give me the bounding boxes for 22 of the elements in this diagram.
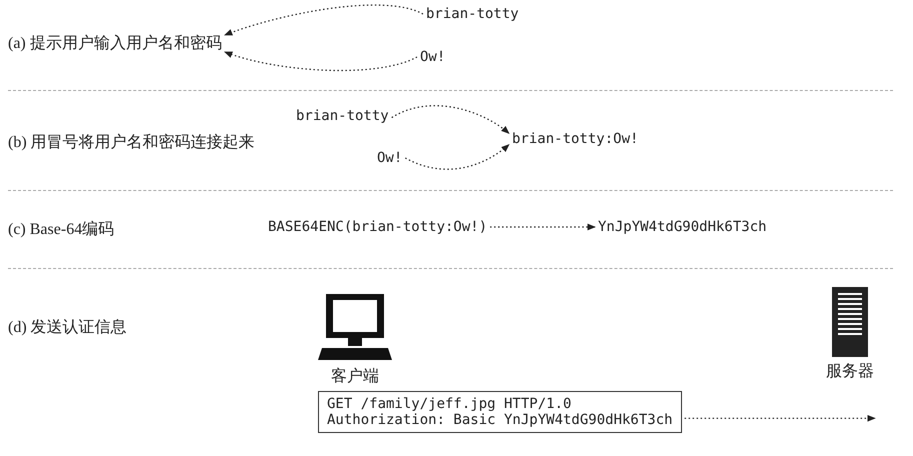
step-heading: (a) 提示用户输入用户名和密码 bbox=[8, 33, 222, 54]
arrow bbox=[224, 4, 424, 36]
request-box bbox=[318, 391, 682, 433]
arrow bbox=[490, 224, 596, 230]
request-line: GET /family/jeff.jpg HTTP/1.0 bbox=[327, 396, 572, 412]
node-label: 客户端 bbox=[331, 366, 379, 387]
step-heading: (d) 发送认证信息 bbox=[8, 318, 127, 338]
credentials-text: brian-totty:Ow! bbox=[512, 131, 638, 147]
password-text: Ow! bbox=[420, 49, 446, 65]
request-line: Authorization: Basic YnJpYW4tdG90dHk6T3ch bbox=[327, 412, 673, 428]
step-heading: (b) 用冒号将用户名和密码连接起来 bbox=[8, 132, 255, 153]
arrow bbox=[684, 414, 876, 422]
encode-expression: BASE64ENC(brian-totty:Ow!) bbox=[268, 219, 488, 235]
username-text: brian-totty bbox=[426, 6, 519, 22]
username-text: brian-totty bbox=[296, 108, 389, 124]
password-text: Ow! bbox=[377, 150, 402, 166]
node-label: 服务器 bbox=[826, 362, 874, 382]
arrow bbox=[391, 105, 510, 134]
arrow bbox=[405, 144, 510, 170]
arrow bbox=[224, 51, 418, 72]
step-heading: (c) Base-64编码 bbox=[8, 220, 114, 240]
encoded-text: YnJpYW4tdG90dHk6T3ch bbox=[598, 219, 767, 235]
